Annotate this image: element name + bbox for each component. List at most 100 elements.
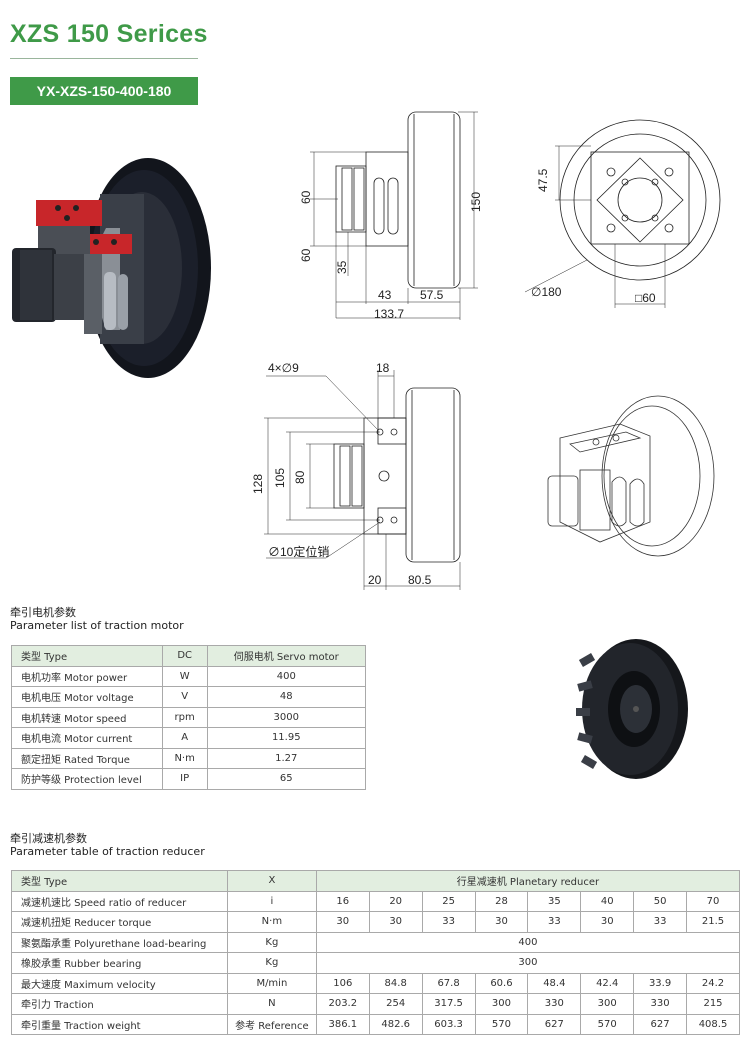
value-cell: 40	[580, 890, 635, 912]
value-cell: 42.4	[580, 972, 635, 994]
page-title: XZS 150 Serices	[10, 20, 208, 48]
value-cell: 203.2	[315, 993, 370, 1015]
motor-title-en: Parameter list of traction motor	[10, 619, 184, 632]
value-cell: 482.6	[368, 1013, 423, 1035]
front-view-drawing: 47.5 ∅180 □60	[525, 119, 721, 308]
value-cell: 386.1	[315, 1013, 370, 1035]
value-cell: 50	[633, 890, 688, 912]
value-cell: 28	[474, 890, 529, 912]
value-cell: 603.3	[421, 1013, 476, 1035]
dim-133-7: 133.7	[374, 307, 404, 321]
unit-cell: V	[161, 686, 208, 708]
header-cell: 行星减速机 Planetary reducer	[315, 870, 741, 892]
dim-60-lower: 60	[299, 248, 313, 262]
value-cell: 627	[633, 1013, 688, 1035]
dim-sq60: □60	[635, 291, 656, 305]
value-cell: 106	[315, 972, 370, 994]
model-badge: YX-XZS-150-400-180	[10, 77, 198, 105]
reducer-title-en: Parameter table of traction reducer	[10, 845, 205, 858]
unit-cell: Kg	[226, 952, 317, 974]
value-cell: 30	[368, 911, 423, 933]
dim-80: 80	[293, 470, 307, 484]
value-cell: 33	[633, 911, 688, 933]
value-cell: 11.95	[206, 727, 367, 749]
value-cell: 65	[206, 768, 367, 790]
reducer-table-title: 牵引减速机参数 Parameter table of traction redu…	[10, 832, 205, 858]
unit-cell: X	[226, 870, 317, 892]
row-label: 牵引力 Traction	[11, 993, 228, 1015]
row-label: 电机转速 Motor speed	[11, 706, 163, 728]
dim-47-5: 47.5	[536, 168, 550, 192]
unit-cell: M/min	[226, 972, 317, 994]
value-cell: 30	[474, 911, 529, 933]
mount-view-drawing: 4×∅9 18 128 105 80 ∅10定位销 20 80.5	[251, 361, 461, 590]
unit-cell: rpm	[161, 706, 208, 728]
row-label: 类型 Type	[11, 870, 228, 892]
unit-cell: IP	[161, 768, 208, 790]
row-label: 防护等级 Protection level	[11, 768, 163, 790]
dim-43: 43	[378, 288, 392, 302]
row-label: 额定扭矩 Rated Torque	[11, 747, 163, 769]
motor-title-cn: 牵引电机参数	[10, 606, 76, 619]
value-cell: 48.4	[527, 972, 582, 994]
value-cell: 70	[686, 890, 740, 912]
value-cell: 48	[206, 686, 367, 708]
value-cell: 60.6	[474, 972, 529, 994]
dim-phi180: ∅180	[531, 285, 562, 299]
unit-cell: N·m	[161, 747, 208, 769]
product-photo	[12, 158, 211, 378]
row-label: 橡胶承重 Rubber bearing	[11, 952, 228, 974]
isometric-drawing	[547, 395, 715, 557]
row-label: 减速机扭矩 Reducer torque	[11, 911, 228, 933]
tire-photo	[576, 639, 688, 779]
dim-57-5: 57.5	[420, 288, 444, 302]
dim-4-holes: 4×∅9	[268, 361, 299, 375]
value-cell: 30	[315, 911, 370, 933]
side-view-drawing: 60 60 35 150 43 57.5 133.7	[299, 111, 483, 321]
value-cell: 84.8	[368, 972, 423, 994]
value-cell: 24.2	[686, 972, 740, 994]
motor-table-title: 牵引电机参数 Parameter list of traction motor	[10, 606, 184, 632]
value-cell: 33	[527, 911, 582, 933]
unit-cell: N·m	[226, 911, 317, 933]
value-cell: 30	[580, 911, 635, 933]
row-label: 电机功率 Motor power	[11, 665, 163, 687]
unit-cell: DC	[161, 645, 208, 667]
dim-18: 18	[376, 361, 390, 375]
unit-cell: W	[161, 665, 208, 687]
title-divider	[10, 58, 198, 59]
value-cell: 伺服电机 Servo motor	[206, 645, 367, 667]
reducer-title-cn: 牵引减速机参数	[10, 832, 87, 845]
value-cell: 1.27	[206, 747, 367, 769]
value-cell: 627	[527, 1013, 582, 1035]
dim-20: 20	[368, 573, 382, 587]
value-cell: 570	[474, 1013, 529, 1035]
value-cell: 330	[527, 993, 582, 1015]
row-label: 电机电流 Motor current	[11, 727, 163, 749]
value-cell: 570	[580, 1013, 635, 1035]
value-cell: 330	[633, 993, 688, 1015]
dim-80-5: 80.5	[408, 573, 432, 587]
value-cell: 215	[686, 993, 740, 1015]
value-cell: 25	[421, 890, 476, 912]
row-label: 最大速度 Maximum velocity	[11, 972, 228, 994]
unit-cell: Kg	[226, 931, 317, 953]
value-cell: 67.8	[421, 972, 476, 994]
row-label: 电机电压 Motor voltage	[11, 686, 163, 708]
value-cell: 300	[580, 993, 635, 1015]
unit-cell: N	[226, 993, 317, 1015]
value-cell: 400	[315, 931, 741, 953]
